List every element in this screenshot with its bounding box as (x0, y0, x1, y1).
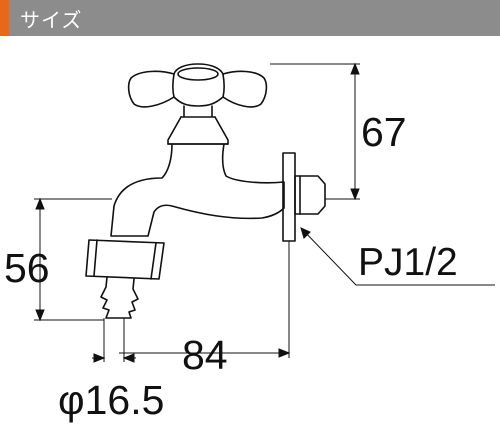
faucet-body (110, 143, 285, 237)
hose-nozzle (100, 276, 139, 319)
thread-leader-line (300, 227, 495, 286)
section-header: サイズ (0, 0, 500, 36)
diameter-label: φ16.5 (58, 377, 164, 423)
bonnet (167, 116, 229, 145)
dim-84-label: 84 (182, 332, 228, 378)
header-accent-bar (0, 0, 9, 36)
handle-hub (172, 73, 225, 107)
dim-56-label: 56 (4, 245, 50, 291)
inlet-nut (294, 175, 326, 215)
handle-left-arm (127, 70, 175, 108)
thread-size-label: PJ1/2 (358, 241, 458, 284)
dim-67-label: 67 (361, 109, 407, 155)
hose-nut (85, 239, 165, 280)
section-title: サイズ (20, 7, 83, 32)
handle-cap (177, 67, 219, 81)
handle-top-arm (173, 63, 224, 75)
handle-stem (180, 105, 216, 118)
handle-right-arm (222, 70, 268, 108)
